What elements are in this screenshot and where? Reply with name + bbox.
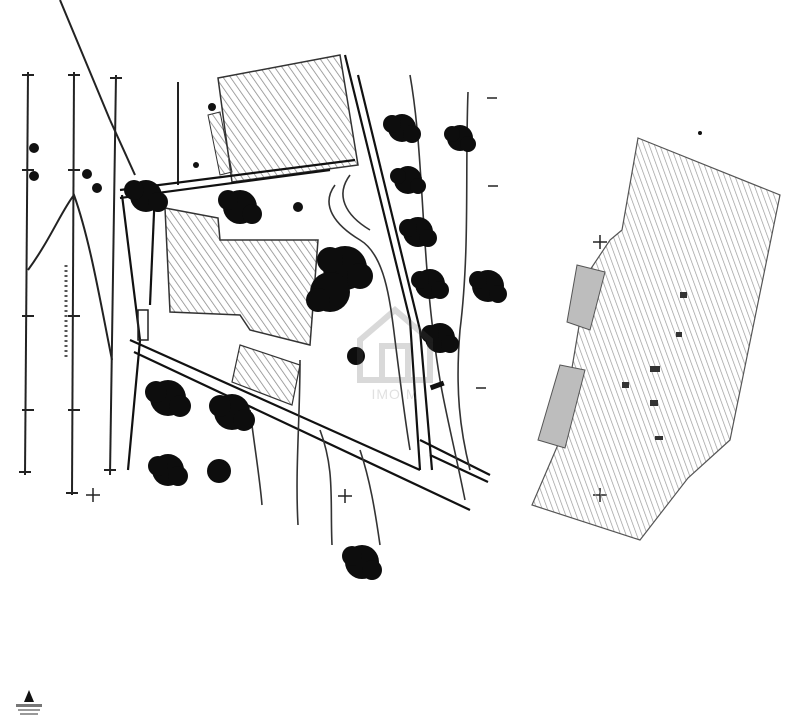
tree bbox=[383, 114, 421, 143]
tree bbox=[209, 394, 255, 431]
small-markers bbox=[29, 103, 702, 212]
building-east-strip-1 bbox=[566, 264, 606, 331]
tree bbox=[124, 180, 168, 212]
trees bbox=[124, 114, 507, 580]
tree bbox=[306, 272, 350, 312]
tree bbox=[390, 166, 426, 194]
tree bbox=[218, 190, 262, 224]
tree bbox=[421, 323, 459, 353]
building-east bbox=[531, 137, 781, 541]
north-arrow-icon bbox=[16, 690, 42, 715]
annex-north bbox=[207, 111, 233, 176]
tree bbox=[347, 347, 365, 365]
tree bbox=[342, 545, 382, 580]
survey-ticks bbox=[19, 74, 122, 494]
tree bbox=[444, 125, 476, 152]
building-east-markers bbox=[622, 292, 687, 440]
tree bbox=[207, 459, 231, 483]
tree bbox=[145, 380, 191, 417]
tree bbox=[469, 270, 507, 303]
tree bbox=[411, 269, 449, 299]
gate bbox=[137, 309, 149, 341]
tree bbox=[148, 454, 188, 486]
survey-lines-left bbox=[24, 0, 179, 496]
small-object bbox=[429, 380, 445, 391]
building-south bbox=[231, 344, 301, 406]
main-house bbox=[164, 207, 319, 346]
tree bbox=[399, 217, 437, 247]
building-east-strip-2 bbox=[537, 364, 586, 449]
